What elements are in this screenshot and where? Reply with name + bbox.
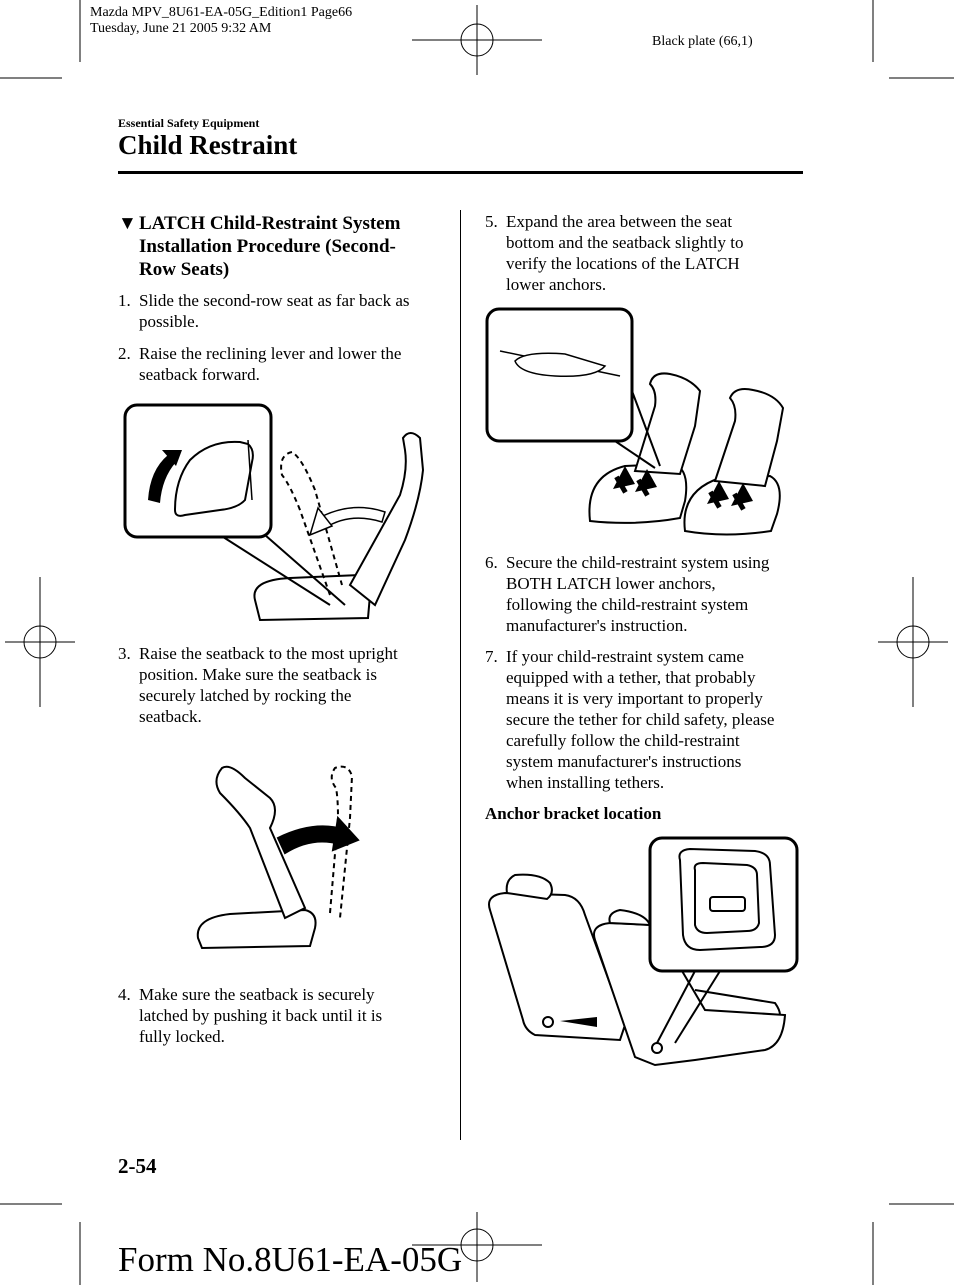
step-line: Raise the seatback to the most upright [139,644,398,663]
step-line: equipped with a tether, that probably [506,668,756,687]
print-header-line2: Tuesday, June 21 2005 9:32 AM [90,21,272,36]
step-line: Raise the reclining lever and lower the [139,344,402,363]
step-line: Secure the child-restraint system using [506,553,770,572]
form-number: Form No.8U61-EA-05G [118,1240,463,1279]
step-line: manufacturer's instruction. [506,616,688,635]
page-title: Child Restraint [118,130,298,160]
step-line: seatback. [139,707,202,726]
latch-anchors-illustration [485,307,785,536]
step-number: 6. [485,553,498,572]
column-divider [460,210,461,1140]
step-line: when installing tethers. [506,773,665,792]
step-number: 5. [485,212,498,231]
step-number: 2. [118,344,131,363]
recline-lever-illustration [123,403,425,622]
step-number: 3. [118,644,131,663]
step-number: 4. [118,985,131,1004]
print-header-plate: Black plate (66,1) [652,34,753,49]
step-line: fully locked. [139,1027,225,1046]
anchor-bracket-subheading: Anchor bracket location [485,804,662,823]
step-line: position. Make sure the seatback is [139,665,377,684]
heading-line: LATCH Child-Restraint System [139,213,401,234]
step-line: latched by pushing it back until it is [139,1006,383,1025]
page-number: 2-54 [118,1154,157,1178]
step-number: 1. [118,291,131,310]
step-line: securely latched by rocking the [139,686,352,705]
anchor-bracket-illustration [488,836,799,1067]
step-line: bottom and the seatback slightly to [506,233,744,252]
heading-line: Installation Procedure (Second- [139,236,396,257]
step-line: seatback forward. [139,365,260,384]
step-line: If your child-restraint system came [506,647,744,666]
step-line: lower anchors. [506,275,607,294]
step-line: Expand the area between the seat [506,212,733,231]
step-line: verify the locations of the LATCH [506,254,740,273]
heading-marker: ▼ [118,213,137,234]
step-number: 7. [485,647,498,666]
print-header-line1: Mazda MPV_8U61-EA-05G_Edition1 Page66 [90,5,353,20]
seatback-upright-illustration [196,765,360,950]
step-line: Make sure the seatback is securely [139,985,375,1004]
step-line: Slide the second-row seat as far back as [139,291,410,310]
step-line: carefully follow the child-restraint [506,731,740,750]
title-rule [118,171,803,174]
section-label: Essential Safety Equipment [118,116,260,130]
step-line: following the child-restraint system [506,595,749,614]
step-line: possible. [139,312,199,331]
step-line: BOTH LATCH lower anchors, [506,574,716,593]
step-line: system manufacturer's instructions [506,752,742,771]
step-line: secure the tether for child safety, plea… [506,710,775,729]
heading-line: Row Seats) [139,259,230,280]
step-line: means it is very important to properly [506,689,763,708]
